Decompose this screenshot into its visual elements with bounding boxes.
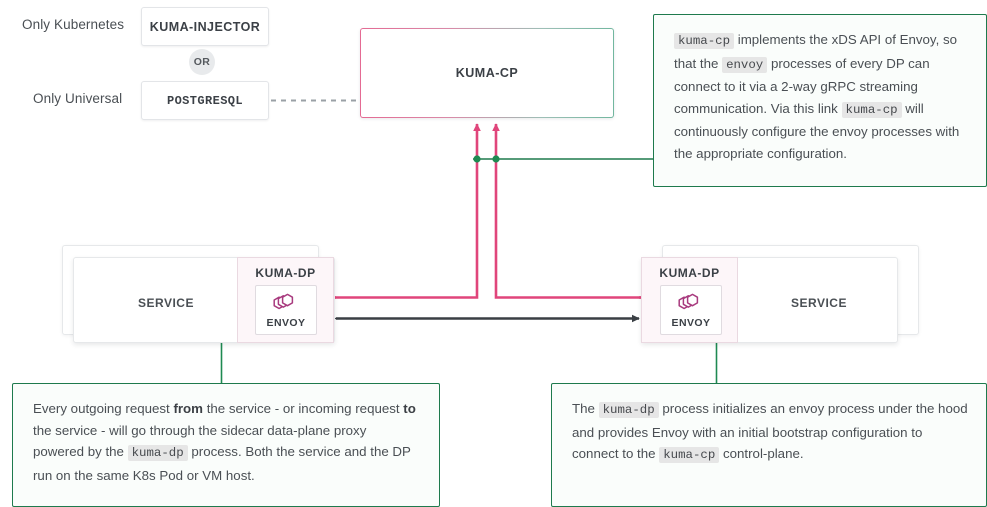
inline-code: kuma-dp (598, 402, 659, 418)
inline-code: kuma-cp (659, 447, 720, 463)
body-text: process initializes an envoy process und… (572, 401, 968, 461)
postgresql-label: POSTGRESQL (166, 93, 243, 108)
right-service-label: SERVICE (791, 294, 847, 312)
postgresql-box[interactable]: POSTGRESQL (141, 81, 269, 120)
right-kuma-dp-panel[interactable]: KUMA-DP ENVOY (641, 257, 738, 343)
kuma-cp-box[interactable]: KUMA-CP (360, 28, 614, 118)
inline-code: kuma-dp (127, 445, 188, 461)
inline-code: kuma-cp (841, 101, 902, 118)
body-text: the service - or incoming request (203, 401, 404, 416)
body-text: processes of every DP can connect to it … (674, 55, 930, 116)
body-text: implements the xDS API of Envoy, so that… (674, 32, 958, 71)
or-badge: OR (189, 49, 215, 75)
or-badge-label: OR (193, 56, 211, 68)
only-universal-label: Only Universal (33, 91, 123, 106)
right-envoy-label: ENVOY (671, 316, 711, 329)
only-kubernetes-label: Only Kubernetes (22, 17, 125, 32)
bootstrap-callout: The kuma-dp process initializes an envoy… (551, 383, 987, 507)
body-text: process. Both the service and the DP run… (33, 444, 411, 483)
left-kuma-dp-panel[interactable]: KUMA-DP ENVOY (237, 257, 334, 343)
body-text: will continuously configure the envoy pr… (674, 100, 960, 161)
bootstrap-callout-text: The kuma-dp process initializes an envoy… (552, 384, 986, 481)
body-text: control-plane. (719, 446, 804, 461)
left-envoy-label: ENVOY (266, 316, 306, 329)
emphasis-text: to (403, 401, 416, 416)
inline-code: kuma-cp (674, 33, 735, 49)
sidecar-callout-text: Every outgoing request from the service … (13, 384, 439, 500)
envoy-hexagon-logo-icon (273, 293, 294, 309)
sidecar-callout: Every outgoing request from the service … (12, 383, 440, 507)
xds-callout-text: kuma-cp implements the xDS API of Envoy,… (654, 15, 986, 178)
left-kuma-dp-label: KUMA-DP (255, 266, 316, 280)
right-envoy-box[interactable]: ENVOY (660, 285, 722, 335)
envoy-hexagon-logo-icon (678, 293, 699, 309)
xds-callout: kuma-cp implements the xDS API of Envoy,… (653, 14, 987, 187)
body-text: The (572, 401, 599, 416)
right-service-text: SERVICE (791, 296, 847, 310)
kuma-injector-box[interactable]: KUMA-INJECTOR (141, 7, 269, 46)
body-text: the service - will go through the sideca… (33, 422, 367, 460)
emphasis-text: from (173, 401, 204, 416)
inline-code: envoy (722, 56, 768, 73)
kuma-cp-label: KUMA-CP (455, 66, 519, 80)
right-dp-to-cp-xds-line (492, 123, 653, 299)
xds-callout-leader-line (473, 155, 653, 163)
left-envoy-box[interactable]: ENVOY (255, 285, 317, 335)
kuma-injector-label: KUMA-INJECTOR (149, 19, 261, 34)
body-text: Every outgoing request (33, 401, 174, 416)
right-kuma-dp-label: KUMA-DP (659, 266, 720, 280)
left-service-text: SERVICE (138, 296, 194, 310)
left-service-label: SERVICE (138, 294, 194, 312)
left-dp-to-cp-xds-line (322, 123, 481, 299)
